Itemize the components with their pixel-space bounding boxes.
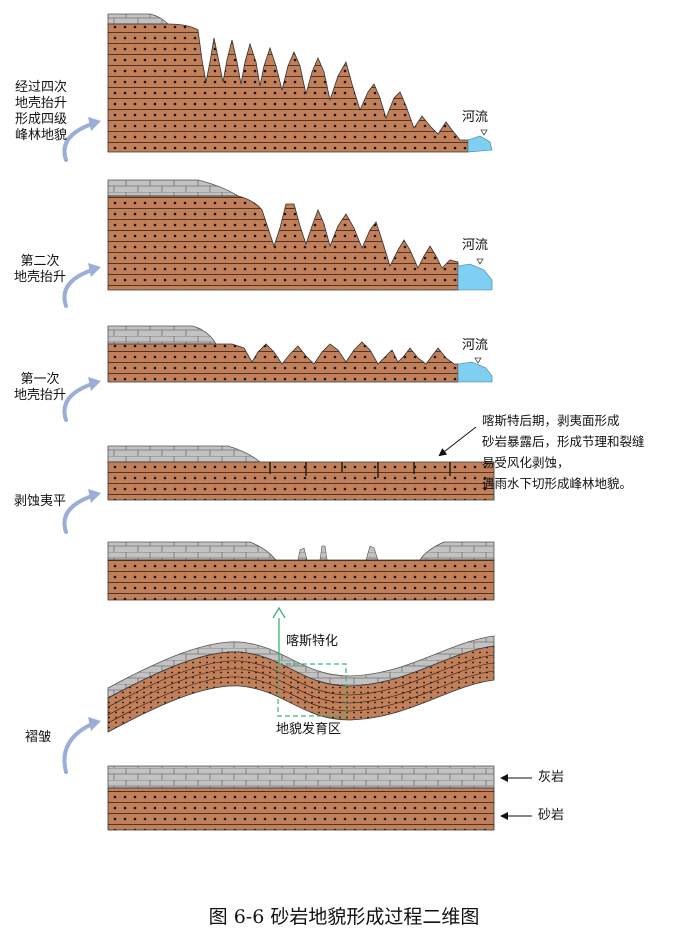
label-folding: 褶皱 — [24, 730, 51, 745]
limestone-left — [107, 541, 277, 561]
arrowhead-icon — [88, 377, 101, 391]
arrowhead-icon — [88, 717, 101, 731]
river-water — [457, 263, 493, 291]
figure-caption: 图 6-6 砂岩地貌形成过程二维图 — [208, 906, 480, 928]
arrowhead-icon — [88, 263, 101, 277]
progression-arrows — [62, 122, 94, 774]
limestone-remnant — [107, 445, 262, 463]
panel-karstification — [107, 541, 495, 601]
panel-original-strata — [107, 765, 532, 831]
legend-sandstone: 砂岩 — [538, 808, 565, 823]
landform-zone-label: 地貌发育区 — [276, 722, 342, 737]
river-label: 河流 — [462, 238, 489, 253]
karst-arrowhead — [272, 606, 286, 619]
river-label: 河流 — [462, 110, 489, 125]
sandstone-body — [107, 461, 495, 501]
arrowhead-icon — [88, 489, 101, 503]
curved-arrow-icon — [62, 268, 94, 308]
label-first-uplift: 第一次 地壳抬升 — [13, 372, 66, 403]
label-second-uplift: 第二次 地壳抬升 — [13, 254, 66, 285]
limestone-remnant — [107, 13, 169, 25]
label-four-uplifts: 经过四次 地壳抬升 形成四级 峰林地貌 — [14, 80, 67, 143]
landform-zone-box — [277, 663, 347, 717]
water-level-marker — [476, 258, 484, 265]
limestone-remnant — [107, 325, 217, 345]
note-pointer-arrow — [438, 426, 477, 457]
curved-arrow-icon — [62, 122, 94, 162]
curved-arrow-icon — [62, 494, 94, 534]
panel-second-uplift — [107, 179, 493, 291]
sandstone-layer — [107, 787, 495, 831]
fold-bedding-lines — [107, 654, 495, 724]
legend-limestone: 灰岩 — [538, 770, 565, 785]
limestone-layer — [107, 765, 495, 789]
river-water — [457, 361, 493, 383]
label-planation: 剥蚀夷平 — [13, 494, 66, 509]
curved-arrow-icon — [62, 722, 94, 774]
panel-planation — [107, 426, 495, 501]
sandstone-body — [107, 195, 459, 291]
progression-arrowheads — [88, 117, 101, 731]
water-level-marker — [480, 129, 488, 136]
sandstone-body — [107, 341, 459, 383]
planation-note: 喀斯特后期，剥夷面形成 砂岩暴露后，形成节理和裂缝 易受风化剥蚀， 遇雨水下切形… — [482, 413, 645, 491]
river-water — [467, 135, 493, 153]
limestone-pinnacle — [297, 547, 308, 561]
joints-and-fissures — [269, 462, 451, 478]
panel-peak-forest-four-level — [107, 13, 493, 153]
panel-folding — [107, 606, 495, 733]
karst-label: 喀斯特化 — [286, 634, 339, 649]
arrowhead-icon — [88, 117, 101, 131]
limestone-pinnacle — [319, 545, 328, 561]
sandstone-body — [107, 23, 469, 153]
folded-sandstone — [107, 645, 495, 733]
limestone-remnant — [107, 179, 240, 197]
curved-arrow-icon — [62, 382, 94, 422]
limestone-pinnacle — [365, 545, 379, 561]
river-label: 河流 — [462, 338, 489, 353]
sandstone-body — [107, 559, 495, 601]
limestone-right — [419, 541, 495, 561]
water-level-marker — [474, 357, 482, 364]
panel-first-uplift — [107, 325, 493, 383]
